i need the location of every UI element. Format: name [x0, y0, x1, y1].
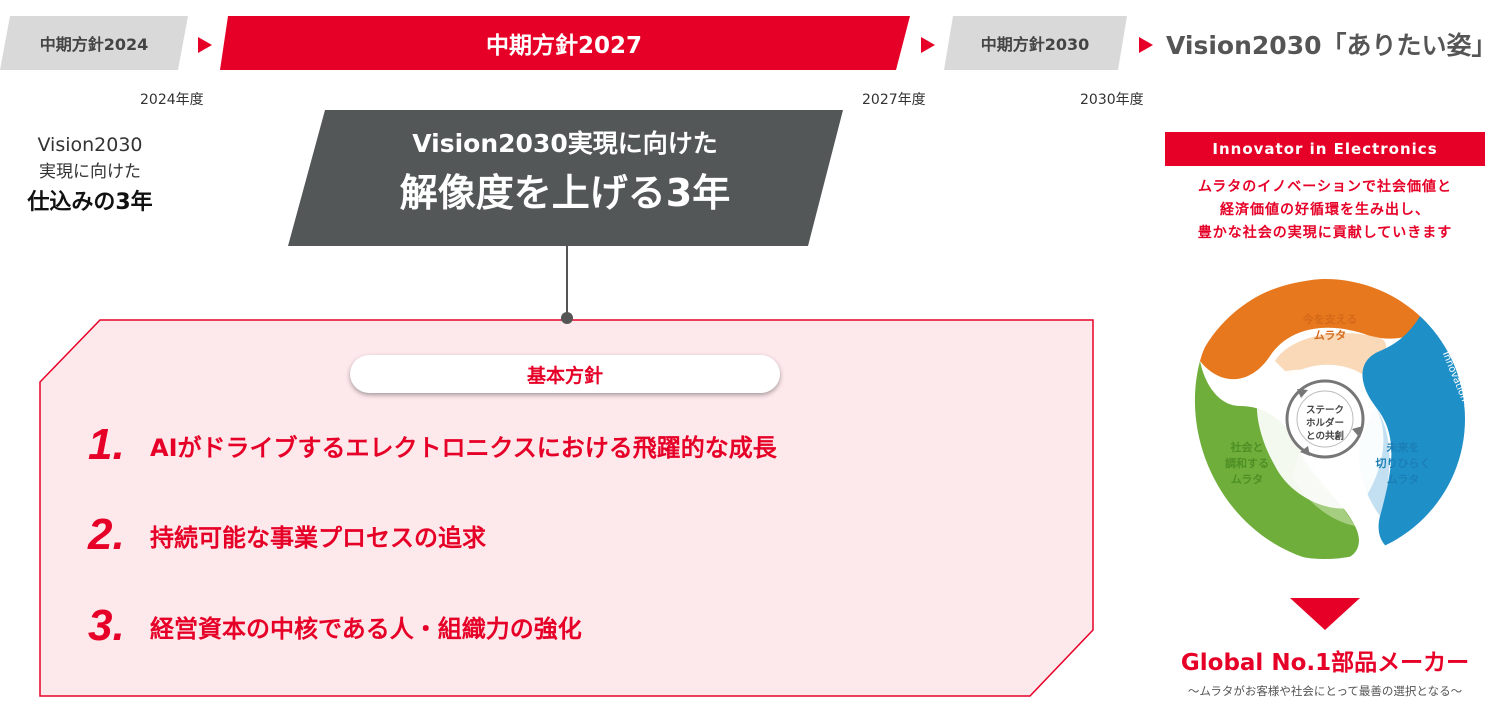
- orange-label-line: 今を支える: [1302, 313, 1358, 326]
- connector-dot: [561, 312, 573, 324]
- green-label-line: 社会と: [1230, 441, 1264, 454]
- timeline-plan-2030: 中期方針2030: [980, 35, 1090, 54]
- green-segment-label: 社会と 調和する ムラタ: [1212, 440, 1282, 488]
- banner: Vision2030実現に向けた 解像度を上げる3年: [300, 124, 830, 222]
- policy-item-text: 経営資本の中核である人・組織力の強化: [150, 614, 582, 643]
- innovator-banner: Innovator in Electronics: [1165, 132, 1485, 166]
- orange-label-line: ムラタ: [1313, 329, 1347, 342]
- policy-item: 1. AIがドライブするエレクトロニクスにおける飛躍的な成長: [88, 420, 777, 470]
- green-label-line: 調和する: [1225, 457, 1269, 470]
- green-label-line: ムラタ: [1230, 473, 1264, 486]
- banner-line1: Vision2030実現に向けた: [412, 129, 718, 158]
- orange-segment: [1200, 279, 1432, 380]
- timeline-plan-2027: 中期方針2027: [485, 33, 642, 59]
- timeline-2030-tab-bg: [944, 16, 1127, 70]
- timeline-2027-tab-bg: [220, 16, 910, 70]
- blue-segment: [1362, 296, 1465, 554]
- cycle-arrow-icon: [1300, 446, 1310, 456]
- cycle-arrow-icon: [1297, 389, 1308, 398]
- policy-item-number: 3.: [88, 601, 125, 650]
- stakeholder-label-line: ステーク: [1305, 405, 1344, 416]
- innovator-description: ムラタのイノベーションで社会価値と 経済価値の好循環を生み出し、 豊かな社会の実…: [1150, 176, 1500, 245]
- year-2027-label: 2027年度: [862, 92, 926, 108]
- policy-item: 3. 経営資本の中核である人・組織力の強化: [88, 601, 582, 651]
- down-arrow-icon: [1290, 598, 1360, 630]
- timeline-arrow-icon: [198, 37, 212, 53]
- policy-item-number: 1.: [88, 420, 125, 469]
- left-summary: Vision2030 実現に向けた 仕込みの3年: [0, 131, 180, 221]
- blue-label-line: 切りひらく: [1375, 457, 1431, 470]
- stakeholder-label: ステーク ホルダー との共創: [1283, 404, 1367, 443]
- global-no1-title: Global No.1部品メーカー: [1180, 650, 1470, 676]
- innovation-cycle-diagram: [1185, 279, 1465, 559]
- blue-label-line: ムラタ: [1386, 473, 1420, 486]
- timeline-plan-2024: 中期方針2024: [39, 35, 149, 54]
- policy-item: 2. 持続可能な事業プロセスの追求: [88, 510, 486, 560]
- cycle-ring: [1285, 379, 1365, 459]
- left-line-vision: Vision2030: [37, 134, 143, 156]
- timeline-arrow-icon: [921, 37, 935, 53]
- year-2024-label: 2024年度: [140, 92, 204, 108]
- innovator-desc-line: ムラタのイノベーションで社会価値と: [1197, 179, 1453, 195]
- timeline-shapes: [0, 16, 1153, 70]
- orange-segment-light: [1275, 332, 1387, 376]
- policy-title: 基本方針: [350, 355, 780, 393]
- policy-item-text: AIがドライブするエレクトロニクスにおける飛躍的な成長: [150, 433, 777, 462]
- innovator-desc-line: 豊かな社会の実現に貢献していきます: [1197, 225, 1453, 241]
- stakeholder-core: [1296, 390, 1354, 448]
- blue-segment-label: 未来を 切りひらく ムラタ: [1368, 440, 1438, 488]
- blue-label-line: 未来を: [1386, 441, 1420, 454]
- timeline-vision: Vision2030「ありたい姿」: [1166, 31, 1497, 60]
- policy-item-number: 2.: [88, 510, 125, 559]
- banner-bg: [288, 110, 843, 246]
- timeline-2024-tab-bg: [0, 16, 188, 70]
- stakeholder-label-line: ホルダー: [1305, 418, 1344, 429]
- timeline-arrow-icon: [1139, 37, 1153, 53]
- left-line-realize: 実現に向けた: [39, 162, 141, 182]
- cycle-arrow-icon: [1352, 426, 1363, 438]
- policy-item-text: 持続可能な事業プロセスの追求: [150, 523, 486, 552]
- global-no1-subtitle: ～ムラタがお客様や社会にとって最善の選択となる～: [1187, 684, 1463, 698]
- left-line-preparation: 仕込みの3年: [27, 190, 153, 215]
- year-2030-label: 2030年度: [1080, 92, 1144, 108]
- policy-panel-bg: [39, 319, 1094, 697]
- stakeholder-label-line: との共創: [1306, 431, 1344, 442]
- banner-line2: 解像度を上げる3年: [399, 171, 731, 215]
- innovator-desc-line: 経済価値の好循環を生み出し、: [1220, 202, 1430, 218]
- orange-segment-label: 今を支える ムラタ: [1290, 312, 1370, 344]
